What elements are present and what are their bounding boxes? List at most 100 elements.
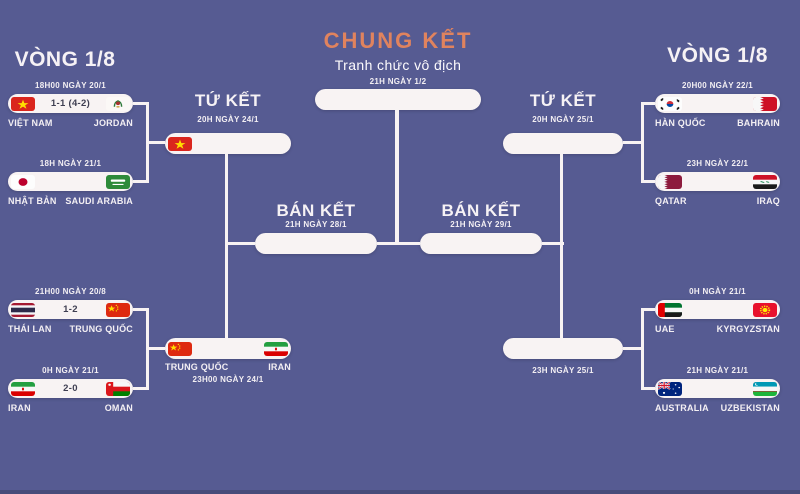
bracket-connector bbox=[133, 102, 146, 105]
match-date: 0H NGÀY 21/1 bbox=[689, 287, 746, 296]
match-pill: 1-2 bbox=[8, 300, 133, 319]
match-pill bbox=[655, 300, 780, 319]
bracket-connector bbox=[542, 242, 564, 245]
qatar-flag-icon bbox=[658, 174, 682, 189]
quarterfinal-slot-pill bbox=[503, 338, 623, 359]
kyrgyzstan-flag-icon bbox=[753, 302, 777, 317]
home-team-label: NHẬT BẢN bbox=[8, 196, 57, 206]
match-pill bbox=[655, 172, 780, 191]
semifinal-title: BÁN KẾT bbox=[441, 201, 521, 220]
away-team-label: IRAQ bbox=[756, 196, 780, 206]
away-team-label: SAUDI ARABIA bbox=[65, 196, 133, 206]
bracket-connector bbox=[623, 347, 641, 350]
south-korea-flag-icon bbox=[658, 96, 682, 111]
quarterfinal-date: 20H NGÀY 24/1 bbox=[197, 115, 259, 124]
bottom-edge-strip bbox=[0, 490, 800, 494]
match-date: 18H NGÀY 21/1 bbox=[39, 159, 102, 168]
match-pill: 1-1 (4-2) bbox=[8, 94, 133, 113]
bracket-connector bbox=[395, 108, 399, 245]
home-team-label: UAE bbox=[655, 324, 675, 334]
away-team-label: UZBEKISTAN bbox=[720, 403, 780, 413]
home-team-label: HÀN QUỐC bbox=[655, 118, 706, 128]
bracket-connector bbox=[644, 308, 655, 311]
vietnam-flag-icon bbox=[168, 136, 192, 151]
quarterfinal-slot-pill bbox=[165, 338, 291, 359]
away-team-label: JORDAN bbox=[93, 118, 133, 128]
iran-flag-icon bbox=[11, 381, 35, 396]
saudi-arabia-flag-icon bbox=[106, 174, 130, 189]
round16-right-title: VÒNG 1/8 bbox=[667, 44, 768, 67]
match-pill bbox=[8, 172, 133, 191]
semifinal-slot-pill bbox=[420, 233, 542, 254]
home-team-label: IRAN bbox=[8, 403, 31, 413]
match-score: 1-1 (4-2) bbox=[50, 98, 91, 109]
final-date: 21H NGÀY 1/2 bbox=[369, 77, 427, 86]
match-date: 21H NGÀY 21/1 bbox=[686, 366, 749, 375]
match-score: 1-2 bbox=[63, 304, 78, 315]
uzbekistan-flag-icon bbox=[753, 381, 777, 396]
match-date: 21H00 NGÀY 20/8 bbox=[34, 287, 107, 296]
bracket-connector bbox=[225, 154, 228, 338]
semifinal-title: BÁN KẾT bbox=[276, 201, 356, 220]
quarterfinal-title: TỨ KẾT bbox=[529, 91, 597, 110]
quarterfinal-slot-pill bbox=[165, 133, 291, 154]
bracket-connector bbox=[133, 308, 146, 311]
home-team-label: TRUNG QUỐC bbox=[165, 362, 229, 372]
away-team-label: TRUNG QUỐC bbox=[69, 324, 133, 334]
quarterfinal-title: TỨ KẾT bbox=[194, 91, 262, 110]
home-team-label: VIỆT NAM bbox=[8, 118, 53, 128]
match-date: 23H NGÀY 22/1 bbox=[686, 159, 749, 168]
match-date: 18H00 NGÀY 20/1 bbox=[34, 81, 107, 90]
match-pill bbox=[655, 379, 780, 398]
home-team-label: THÁI LAN bbox=[8, 324, 52, 334]
quarterfinal-date: 20H NGÀY 25/1 bbox=[532, 115, 594, 124]
china-flag-icon bbox=[168, 341, 192, 356]
home-team-label: QATAR bbox=[655, 196, 687, 206]
bracket-connector bbox=[644, 180, 655, 183]
away-team-label: IRAN bbox=[268, 362, 291, 372]
bracket-connector bbox=[133, 180, 146, 183]
bracket-connector bbox=[228, 242, 255, 245]
final-title: CHUNG KẾT bbox=[323, 28, 473, 53]
bracket-connector bbox=[149, 141, 165, 144]
australia-flag-icon bbox=[658, 381, 682, 396]
bracket-connector bbox=[149, 347, 165, 350]
oman-flag-icon bbox=[106, 381, 130, 396]
iraq-flag-icon bbox=[753, 174, 777, 189]
bracket-connector bbox=[133, 387, 146, 390]
semifinal-date: 21H NGÀY 28/1 bbox=[285, 220, 347, 229]
away-team-label: OMAN bbox=[104, 403, 133, 413]
bracket-connector bbox=[146, 308, 149, 390]
quarterfinal-slot-pill bbox=[503, 133, 623, 154]
match-pill: 2-0 bbox=[8, 379, 133, 398]
away-team-label: KYRGYZSTAN bbox=[716, 324, 780, 334]
japan-flag-icon bbox=[11, 174, 35, 189]
jordan-flag-icon bbox=[106, 96, 130, 111]
bracket-connector bbox=[644, 102, 655, 105]
bracket-connector bbox=[641, 308, 644, 390]
china-flag-icon bbox=[106, 302, 130, 317]
quarterfinal-date: 23H NGÀY 25/1 bbox=[532, 366, 594, 375]
vietnam-flag-icon bbox=[11, 96, 35, 111]
final-slot-pill bbox=[315, 89, 481, 110]
round16-left-title: VÒNG 1/8 bbox=[14, 48, 116, 71]
away-team-label: BAHRAIN bbox=[737, 118, 780, 128]
bracket-connector bbox=[146, 102, 149, 183]
match-pill bbox=[655, 94, 780, 113]
bracket-connector bbox=[644, 387, 655, 390]
semifinal-date: 21H NGÀY 29/1 bbox=[450, 220, 512, 229]
bracket-connector bbox=[623, 141, 641, 144]
final-subtitle: Tranh chức vô địch bbox=[334, 57, 462, 73]
match-date: 0H NGÀY 21/1 bbox=[42, 366, 99, 375]
match-score: 2-0 bbox=[63, 383, 78, 394]
quarterfinal-date: 23H00 NGÀY 24/1 bbox=[192, 375, 264, 384]
bahrain-flag-icon bbox=[753, 96, 777, 111]
home-team-label: AUSTRALIA bbox=[655, 403, 709, 413]
semifinal-slot-pill bbox=[255, 233, 377, 254]
thailand-flag-icon bbox=[11, 302, 35, 317]
bracket-connector bbox=[560, 154, 563, 338]
iran-flag-icon bbox=[264, 341, 288, 356]
bracket-connector bbox=[641, 102, 644, 183]
match-date: 20H00 NGÀY 22/1 bbox=[681, 81, 754, 90]
